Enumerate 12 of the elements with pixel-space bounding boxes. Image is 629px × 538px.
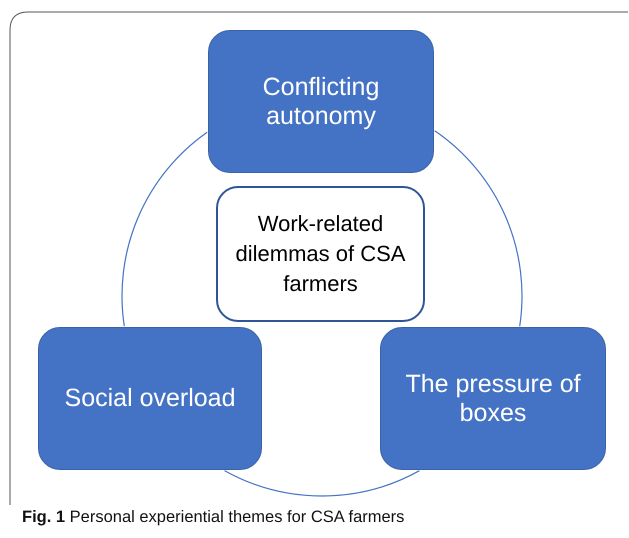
node-label: Conflicting autonomy [262,72,380,130]
node-label: Work-related dilemmas of CSA farmers [234,210,406,298]
theme-box [38,327,262,470]
theme-box [380,327,606,470]
figure-caption: Fig. 1 Personal experiential themes for CSA farmers [22,508,404,527]
node-label: The pressure of boxes [404,370,582,428]
connector-arc [224,470,420,497]
theme-box [208,30,434,173]
central-box [216,186,425,322]
node-label: Social overload [64,384,236,413]
connector-arc [434,130,522,326]
connector-arc [122,132,208,326]
